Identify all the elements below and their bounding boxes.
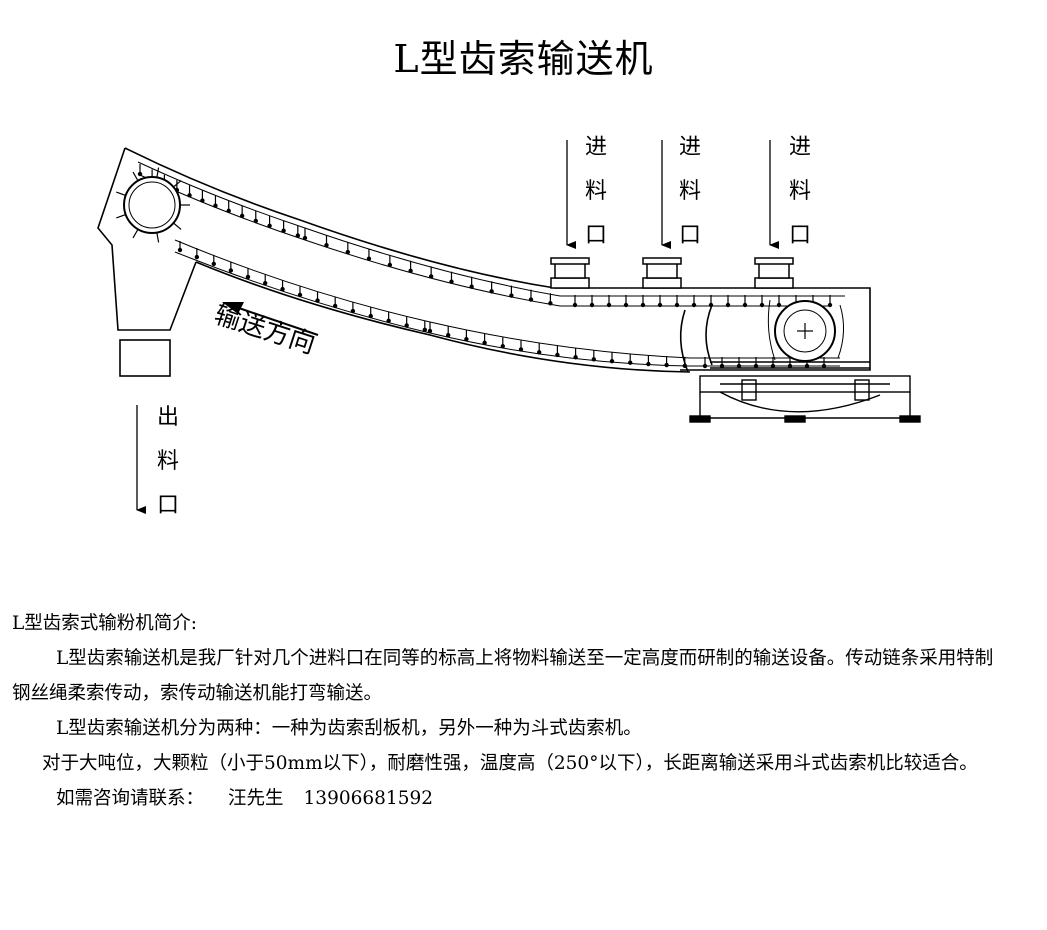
inlet-label-1: 进料口: [585, 135, 607, 248]
tail-sprocket: [767, 299, 844, 362]
inlet-flanges: [550, 257, 794, 289]
page-title: L型齿索输送机: [393, 37, 654, 81]
base-frame: [689, 361, 921, 423]
inlet-arrows: [566, 140, 779, 249]
contact-phone: 13906681592: [303, 788, 434, 809]
description: L型齿索式输粉机简介: L型齿索输送机是我厂针对几个进料口在同等的标高上将物料输…: [12, 606, 1042, 816]
conveyor-casing: [97, 147, 871, 373]
outlet-hopper: [119, 339, 171, 377]
description-heading: L型齿索式输粉机简介:: [12, 613, 198, 634]
inlet-label-3: 进料口: [789, 135, 811, 248]
inlet-label-2: 进料口: [679, 135, 701, 248]
paragraph-3: 对于大吨位，大颗粒（小于50mm以下），耐磨性强，温度高（250°以下），长距离…: [42, 753, 978, 774]
paragraph-2: L型齿索输送机分为两种：一种为齿索刮板机，另外一种为斗式齿索机。: [56, 718, 642, 739]
contact-line: 如需咨询请联系： 汪先生 13906681592: [12, 781, 1042, 816]
outlet-label: 出料口: [157, 405, 179, 518]
chain-teeth: [116, 164, 833, 369]
direction-label: 输送方向: [211, 300, 319, 361]
head-sprocket: [123, 176, 181, 234]
paragraph-1-line-2: 钢丝绳柔索传动，索传动输送机能打弯输送。: [12, 683, 383, 704]
contact-label: 如需咨询请联系：: [56, 788, 205, 809]
paragraph-1-line-1: L型齿索输送机是我厂针对几个进料口在同等的标高上将物料输送至一定高度而研制的输送…: [56, 648, 994, 669]
direction-arrow: [222, 302, 319, 336]
contact-name: 汪先生: [228, 788, 284, 809]
